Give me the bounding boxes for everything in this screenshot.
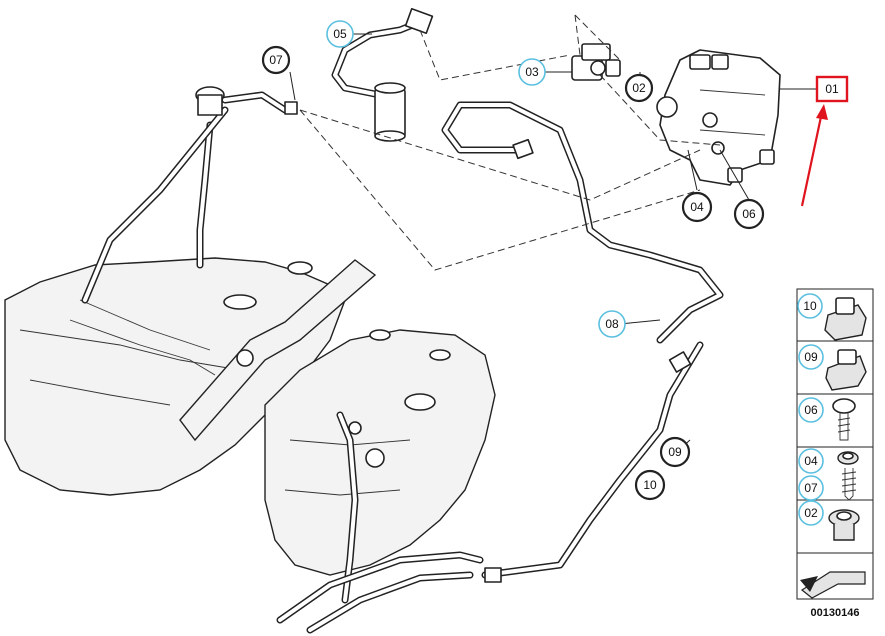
legend-item-06-label: 06 xyxy=(804,403,818,417)
legend-item-06[interactable]: 06 xyxy=(798,397,856,441)
legend-item-09-label: 09 xyxy=(804,350,818,364)
valve-03 xyxy=(571,43,621,81)
legend-item-04[interactable]: 04 xyxy=(798,448,859,474)
legend-item-07-label: 07 xyxy=(804,481,818,495)
legend-item-04-label: 04 xyxy=(804,454,818,468)
legend-item-09[interactable]: 09 xyxy=(798,344,867,391)
callout-05-label: 05 xyxy=(333,27,347,41)
activated-charcoal-canister-01 xyxy=(656,49,781,186)
legend-item-10[interactable]: 10 xyxy=(797,293,867,341)
legend-item-07[interactable]: 07 xyxy=(798,468,857,501)
callout-08[interactable]: 08 xyxy=(598,310,626,338)
callout-09-main[interactable]: 09 xyxy=(659,436,691,468)
callout-01[interactable]: 01 xyxy=(815,75,849,103)
direction-arrow-icon xyxy=(800,571,866,599)
highlight-arrow xyxy=(800,104,828,207)
fuel-tank-illustration xyxy=(4,86,496,634)
callout-10-label: 10 xyxy=(643,478,657,492)
callout-06-label: 06 xyxy=(742,207,756,221)
callout-03-label: 03 xyxy=(525,65,539,79)
legend-item-02-label: 02 xyxy=(804,506,818,520)
diagram-id: 00130146 xyxy=(811,607,860,619)
legend-item-02[interactable]: 02 xyxy=(798,500,860,541)
callout-07-top[interactable]: 07 xyxy=(261,45,291,75)
callout-08-label: 08 xyxy=(605,317,619,331)
callout-04-top[interactable]: 04 xyxy=(681,191,713,223)
callout-09-label: 09 xyxy=(668,445,682,459)
vent-hose-08 xyxy=(441,101,724,583)
callout-05[interactable]: 05 xyxy=(326,20,354,48)
callout-01-label: 01 xyxy=(825,82,839,96)
callout-02-top[interactable]: 02 xyxy=(624,73,654,103)
legend-item-10-label: 10 xyxy=(803,299,817,313)
callout-10-main[interactable]: 10 xyxy=(634,469,666,501)
callout-04-label: 04 xyxy=(690,200,704,214)
callout-07-label: 07 xyxy=(269,53,283,67)
parts-legend: 10 09 06 04 07 xyxy=(796,288,874,600)
callout-03[interactable]: 03 xyxy=(518,58,546,86)
callout-02-label: 02 xyxy=(632,81,646,95)
assembly-lines xyxy=(299,14,721,271)
callout-06-top[interactable]: 06 xyxy=(733,198,765,230)
